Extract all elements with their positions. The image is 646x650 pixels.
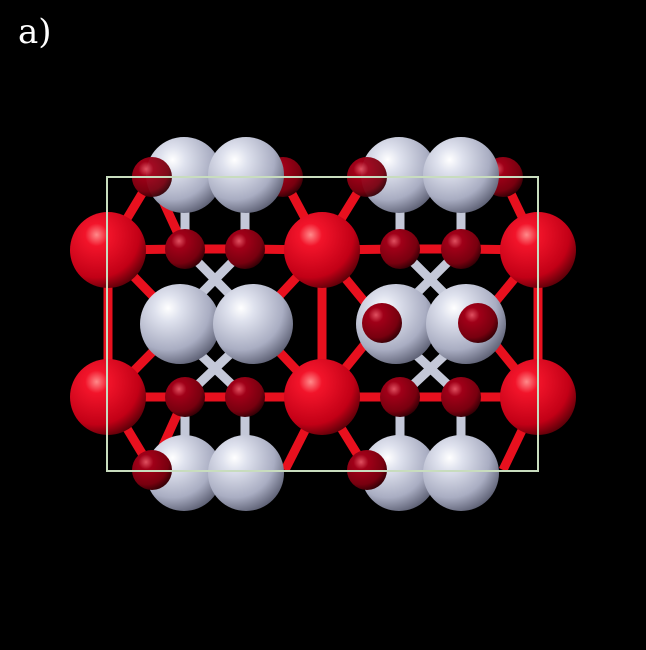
- dark-red-atom: [458, 303, 498, 343]
- dark-red-atom: [362, 303, 402, 343]
- unit-cell-outline: [106, 176, 539, 472]
- red-atom: [284, 212, 360, 288]
- dark-red-atom: [380, 377, 420, 417]
- grey-atom: [208, 435, 284, 511]
- grey-atom: [146, 137, 222, 213]
- dark-red-atom: [225, 229, 265, 269]
- large-red-atoms: [70, 212, 576, 435]
- grey-atom: [208, 137, 284, 213]
- grey-atom: [423, 435, 499, 511]
- red-atom: [284, 359, 360, 435]
- grey-atoms-top: [146, 137, 499, 213]
- dark-red-atom: [165, 377, 205, 417]
- middle-dark-atoms: [362, 303, 498, 343]
- dark-red-atom: [225, 377, 265, 417]
- dark-red-atom: [441, 377, 481, 417]
- grey-atom: [146, 435, 222, 511]
- dark-red-atom: [441, 229, 481, 269]
- row-dark-atoms: [165, 229, 481, 417]
- grey-atom: [361, 137, 437, 213]
- grey-atom: [423, 137, 499, 213]
- dark-red-atom: [380, 229, 420, 269]
- grey-atom: [140, 284, 220, 364]
- dark-red-atom: [165, 229, 205, 269]
- grey-atom: [213, 284, 293, 364]
- panel-label: a): [18, 12, 52, 52]
- grey-atom: [361, 435, 437, 511]
- grey-atoms-bottom: [146, 435, 499, 511]
